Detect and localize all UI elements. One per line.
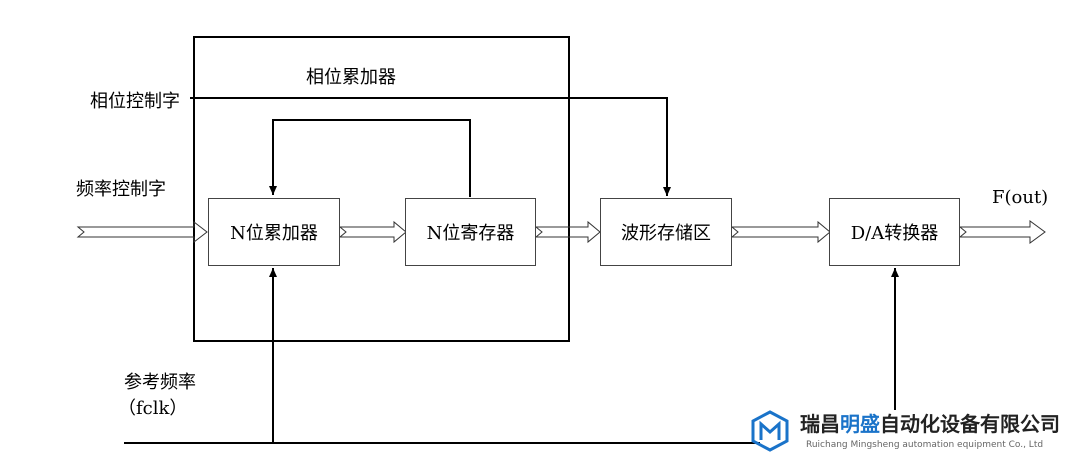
company-logo-icon xyxy=(751,410,789,452)
company-name-highlight: 明盛 xyxy=(840,412,880,436)
company-name-part2: 自动化设备有限公司 xyxy=(880,412,1060,436)
freq-word-bus-arrow xyxy=(76,220,208,244)
n-accumulator-block: N位累加器 xyxy=(208,198,340,266)
waveform-storage-block: 波形存储区 xyxy=(600,198,732,266)
company-name-en: Ruichang Mingsheng automation equipment … xyxy=(806,440,1044,450)
rom-to-dac-bus-arrow xyxy=(730,220,831,244)
fclk-label: （fclk） xyxy=(118,398,188,419)
da-converter-block: D/A转换器 xyxy=(829,198,960,266)
ref-freq-label: 参考频率 xyxy=(124,372,196,393)
company-name: 瑞昌明盛自动化设备有限公司 xyxy=(800,414,1060,434)
company-name-part1: 瑞昌 xyxy=(800,412,840,436)
phase-control-line xyxy=(190,97,671,196)
reg-to-rom-bus-arrow xyxy=(534,220,601,244)
output-bus-arrow xyxy=(958,220,1046,244)
freq-control-word-label: 频率控制字 xyxy=(76,179,166,200)
n-register-block: N位寄存器 xyxy=(405,198,536,266)
phase-accumulator-frame xyxy=(193,36,570,342)
phase-accumulator-title: 相位累加器 xyxy=(306,67,396,88)
output-label: F(out) xyxy=(992,187,1049,208)
feedback-loop-line xyxy=(269,119,471,197)
phase-control-word-label: 相位控制字 xyxy=(90,91,180,112)
acc-to-reg-bus-arrow xyxy=(338,220,407,244)
